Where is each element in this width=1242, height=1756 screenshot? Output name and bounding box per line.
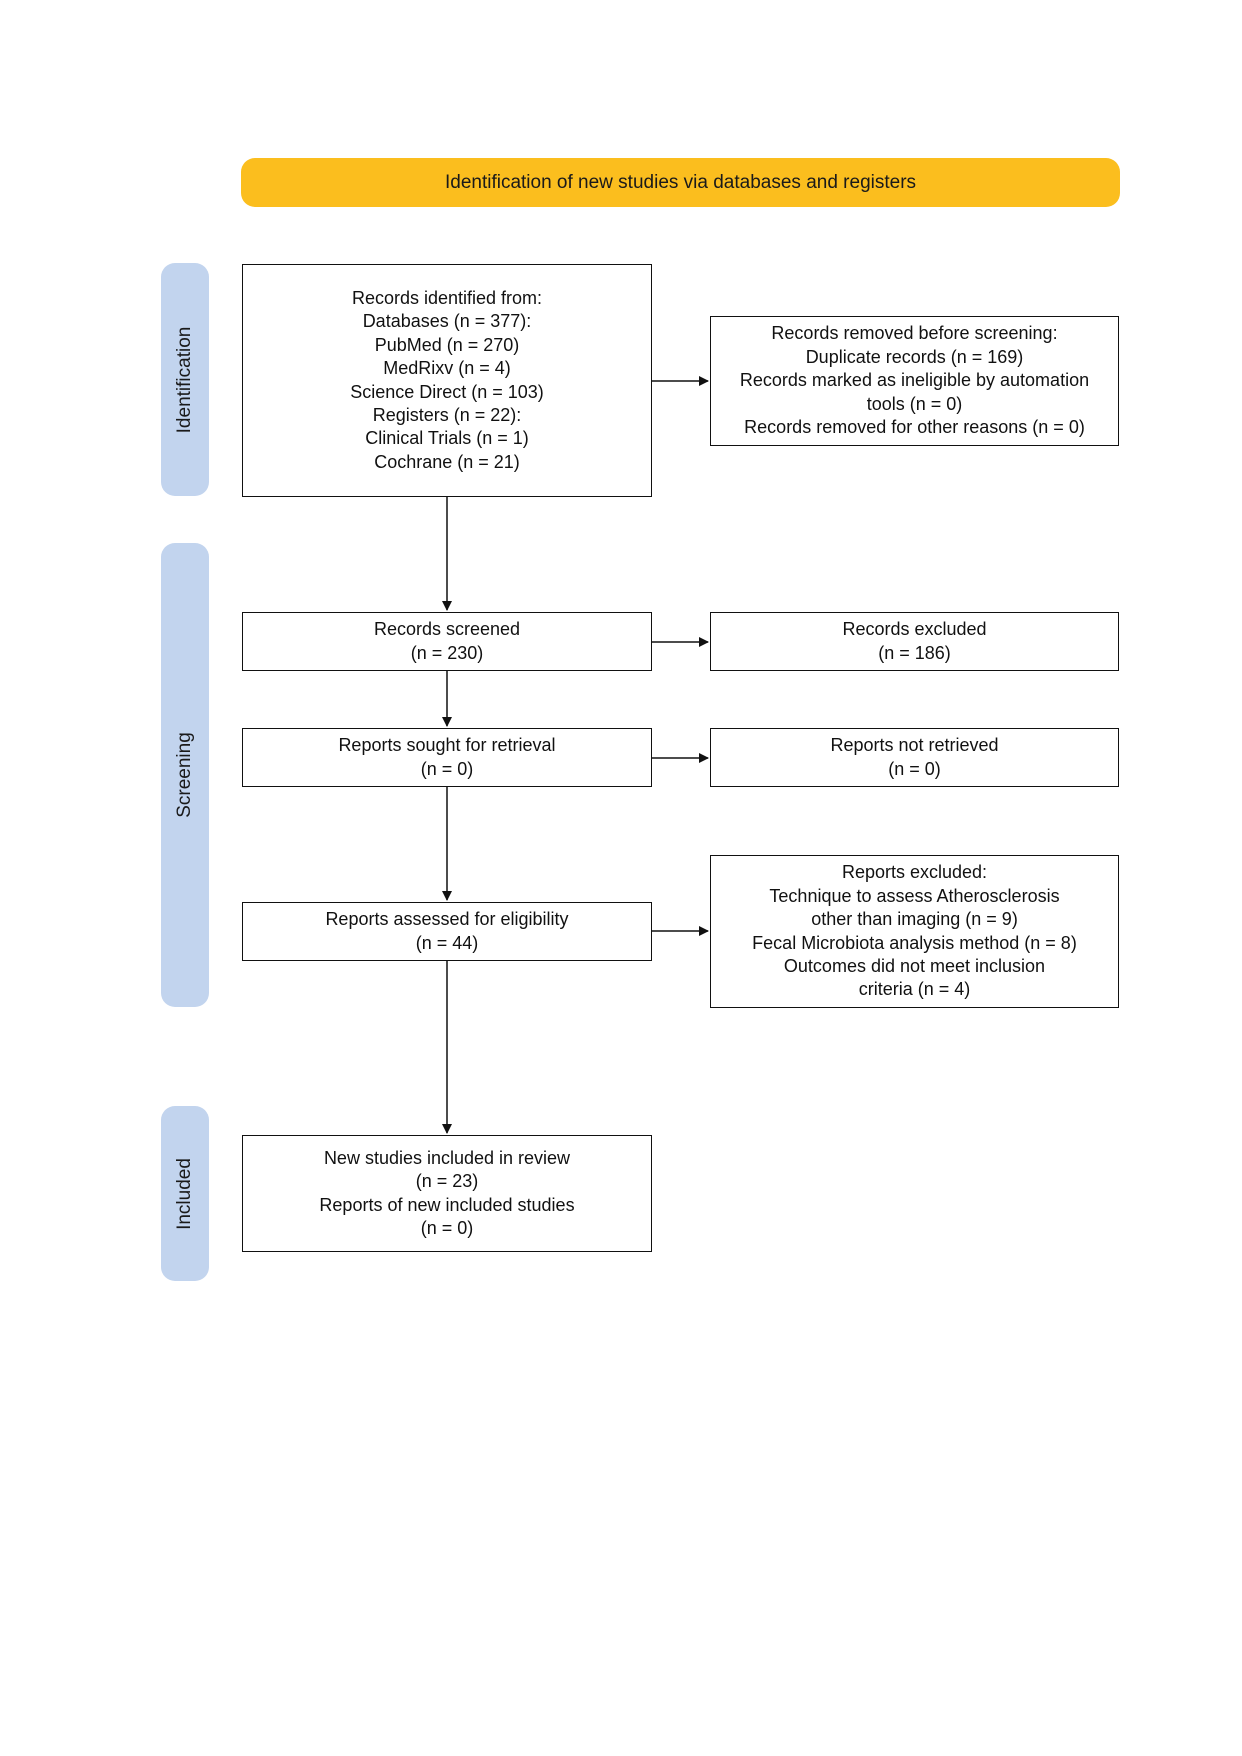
box-line: Technique to assess Atherosclerosis bbox=[769, 885, 1060, 906]
box-records-screened: Records screened (n = 230) bbox=[242, 612, 652, 671]
box-line: Cochrane (n = 21) bbox=[374, 451, 520, 472]
box-reports-excluded: Reports excluded: Technique to assess At… bbox=[710, 855, 1119, 1008]
box-line: Records marked as ineligible by automati… bbox=[739, 370, 1090, 391]
box-line: Reports assessed for eligibility bbox=[325, 909, 569, 930]
box-line: Records screened bbox=[373, 619, 521, 640]
box-line: other than imaging (n = 9) bbox=[811, 909, 1018, 930]
box-records-excluded: Records excluded (n = 186) bbox=[710, 612, 1119, 671]
box-records-identified: Records identified from: Databases (n = … bbox=[242, 264, 652, 497]
phase-screening: Screening bbox=[161, 543, 209, 1007]
box-line: Fecal Microbiota analysis method (n = 8) bbox=[752, 932, 1077, 953]
phase-identification: Identification bbox=[161, 263, 209, 496]
box-line: (n = 0) bbox=[420, 1217, 474, 1238]
box-line: Reports not retrieved bbox=[830, 735, 999, 756]
box-line: Reports excluded: bbox=[841, 862, 988, 883]
box-line: Records excluded bbox=[842, 619, 987, 640]
phase-included: Included bbox=[161, 1106, 209, 1281]
box-line: (n = 44) bbox=[415, 932, 479, 953]
box-line: (n = 0) bbox=[420, 758, 474, 779]
box-line: Reports sought for retrieval bbox=[338, 735, 556, 756]
box-line: (n = 186) bbox=[878, 642, 951, 663]
box-line: (n = 230) bbox=[410, 642, 484, 663]
banner-title: Identification of new studies via databa… bbox=[444, 171, 917, 193]
box-line: Records identified from: bbox=[351, 287, 543, 308]
box-line: New studies included in review bbox=[323, 1147, 571, 1168]
box-line: Outcomes did not meet inclusion bbox=[783, 955, 1046, 976]
box-line: PubMed (n = 270) bbox=[374, 334, 520, 355]
box-line: Science Direct (n = 103) bbox=[350, 381, 544, 402]
box-line: MedRixv (n = 4) bbox=[383, 358, 511, 379]
box-line: Records removed before screening: bbox=[771, 323, 1058, 344]
box-records-removed: Records removed before screening: Duplic… bbox=[710, 316, 1119, 446]
box-reports-not-retrieved: Reports not retrieved (n = 0) bbox=[710, 728, 1119, 787]
box-line: Duplicate records (n = 169) bbox=[805, 346, 1024, 367]
box-studies-included: New studies included in review (n = 23) … bbox=[242, 1135, 652, 1252]
box-reports-assessed: Reports assessed for eligibility (n = 44… bbox=[242, 902, 652, 961]
box-reports-sought: Reports sought for retrieval (n = 0) bbox=[242, 728, 652, 787]
box-line: tools (n = 0) bbox=[866, 393, 963, 414]
box-line: criteria (n = 4) bbox=[858, 979, 971, 1000]
box-line: Registers (n = 22): bbox=[372, 404, 522, 425]
box-line: (n = 23) bbox=[415, 1171, 479, 1192]
box-line: Databases (n = 377): bbox=[362, 311, 532, 332]
box-line: Clinical Trials (n = 1) bbox=[365, 428, 529, 449]
identification-banner: Identification of new studies via databa… bbox=[241, 158, 1120, 207]
box-line: (n = 0) bbox=[888, 758, 941, 779]
box-line: Reports of new included studies bbox=[319, 1194, 575, 1215]
box-line: Records removed for other reasons (n = 0… bbox=[744, 417, 1085, 438]
